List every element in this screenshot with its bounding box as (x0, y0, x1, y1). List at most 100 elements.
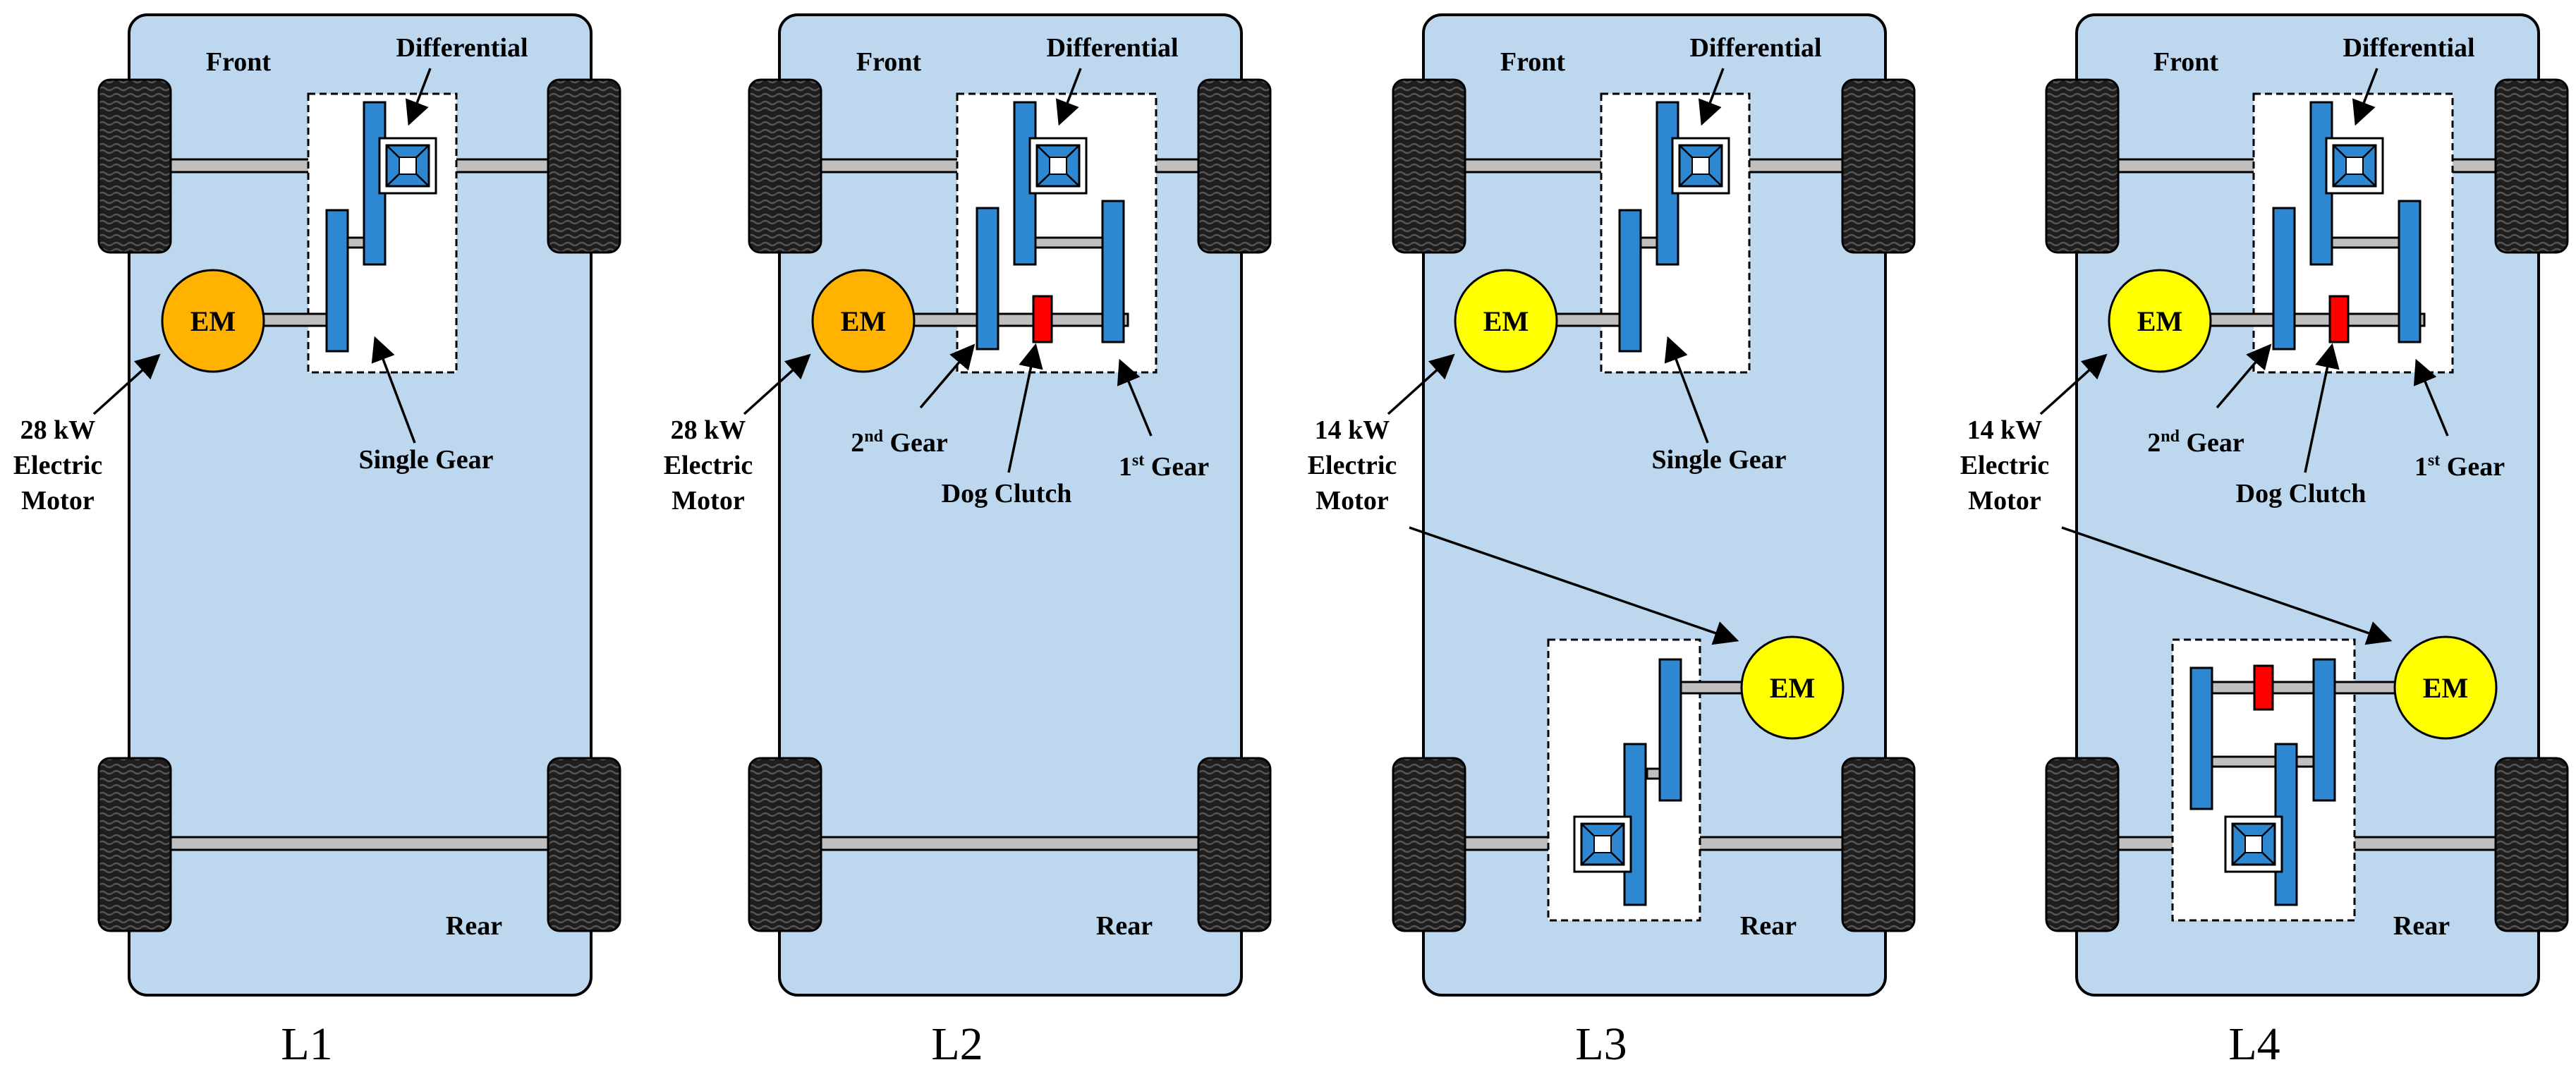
motor-label-line-2: Electric (1960, 451, 2050, 480)
gear-arrow (371, 336, 416, 444)
motor-label-line-1: 28 kW (671, 415, 746, 445)
tire-front-left (2045, 78, 2120, 254)
rear-axle (168, 836, 552, 851)
motor-label-line-1: 14 kW (1315, 415, 1390, 445)
panel-caption: L3 (1575, 1018, 1627, 1070)
rear-differential-core (1593, 835, 1612, 853)
em-label: EM (841, 305, 886, 337)
first-gear-arrow (1117, 358, 1153, 437)
tire-rear-right (1841, 757, 1916, 932)
front-em-shaft (1553, 312, 1626, 327)
front-em-shaft (2206, 312, 2426, 327)
front-label: Front (2153, 47, 2219, 77)
tire-front-right (547, 78, 621, 254)
dog-clutch-label: Dog Clutch (2236, 479, 2367, 508)
motor-arrow-front (1387, 353, 1455, 415)
tire-front-right (1841, 78, 1916, 254)
first-gear-pinion (1101, 200, 1125, 343)
panel-caption: L2 (931, 1018, 983, 1070)
first-gear-label: 1st Gear (2414, 451, 2505, 482)
motor-label-line-3: Motor (21, 486, 95, 516)
first-gear-arrow (2413, 358, 2449, 437)
rear-electric-motor (1740, 635, 1845, 740)
front-label: Front (206, 47, 272, 77)
first-gear-label: 1st Gear (1119, 451, 1209, 482)
dog-clutch (1032, 295, 1053, 343)
differential-label: Differential (1689, 33, 1821, 63)
dog-clutch-arrow (2304, 343, 2340, 473)
em-shaft (260, 312, 333, 327)
dog-clutch-label: Dog Clutch (942, 479, 1072, 508)
rear-pinion-gear (1658, 658, 1682, 802)
motor-arrow (92, 353, 161, 415)
rear-label: Rear (1096, 911, 1153, 941)
front-em-label: EM (1483, 305, 1529, 337)
front-dog-clutch (2328, 295, 2350, 343)
tire-rear-left (2045, 757, 2120, 932)
front-em-label: EM (2137, 305, 2182, 337)
electric-motor (161, 269, 265, 373)
vehicle-body (1422, 13, 1887, 997)
motor-label-line-2: Electric (13, 451, 103, 480)
electric-motor (811, 269, 916, 373)
differential-core (1049, 157, 1067, 175)
rear-em-shaft (2203, 681, 2407, 695)
motor-label-line-3: Motor (1968, 486, 2041, 516)
pinion-gear (325, 209, 349, 353)
rear-layshaft (2210, 755, 2319, 768)
panel-l3: EM EM Front Rear Differential Single Gea… (1308, 13, 1916, 1070)
differential-core (399, 157, 417, 175)
front-first-gear-pinion (2398, 200, 2422, 343)
differential-arrow (405, 68, 432, 126)
motor-label-line-3: Motor (672, 486, 745, 516)
front-differential-core (1691, 157, 1710, 175)
front-electric-motor (2108, 269, 2212, 373)
panel-l4: EM EM Front Rear Differential 2nd Gear D… (1960, 13, 2569, 1070)
panel-caption: L4 (2228, 1018, 2280, 1070)
second-gear-label: 2nd Gear (2147, 427, 2244, 458)
rear-label: Rear (1740, 911, 1797, 941)
motor-arrow-rear (1409, 526, 1739, 645)
dog-clutch-arrow (1007, 343, 1043, 473)
rear-second-gear-pinion (2189, 666, 2213, 810)
tire-front-left (1392, 78, 1466, 254)
rear-differential-core (2244, 835, 2263, 853)
front-label: Front (1500, 47, 1566, 77)
tire-rear-right (2494, 757, 2569, 932)
rear-em-label: EM (1770, 672, 1815, 704)
gear-label: Single Gear (358, 445, 493, 475)
tire-front-right (2494, 78, 2569, 254)
panel-l2: EM Front Rear Differential 2nd Gear Dog … (664, 13, 1272, 1070)
tire-rear-left (97, 757, 172, 932)
differential-label: Differential (2343, 33, 2474, 63)
motor-arrow-rear (2061, 526, 2393, 645)
em-shaft (910, 312, 1129, 327)
differential-label: Differential (396, 33, 528, 63)
motor-label-line-2: Electric (664, 451, 753, 480)
gear-arrow (1664, 336, 1709, 444)
rear-first-gear-pinion (2312, 658, 2336, 802)
differential-arrow (1698, 68, 1725, 126)
motor-label-line-3: Motor (1316, 486, 1389, 516)
panel-l1: EM Front Rear Differential Single Gear 2… (13, 13, 621, 1070)
tire-rear-left (1392, 757, 1466, 932)
front-label: Front (856, 47, 922, 77)
gear-label: Single Gear (1651, 445, 1786, 475)
motor-label-line-2: Electric (1308, 451, 1397, 480)
differential-arrow (1055, 68, 1082, 126)
rear-electric-motor (2393, 635, 2498, 740)
second-gear-arrow (2216, 343, 2272, 409)
rear-axle (818, 836, 1202, 851)
tire-rear-right (1197, 757, 1272, 932)
rear-label: Rear (2393, 911, 2450, 941)
differential-arrow (2352, 68, 2378, 126)
differential-label: Differential (1046, 33, 1178, 63)
vehicle-body (128, 13, 593, 997)
front-electric-motor (1454, 269, 1558, 373)
motor-arrow-front (2039, 353, 2108, 415)
front-second-gear-pinion (2272, 207, 2296, 351)
second-gear-label: 2nd Gear (851, 427, 948, 458)
second-gear-pinion (976, 207, 1000, 351)
motor-arrow (743, 353, 811, 415)
